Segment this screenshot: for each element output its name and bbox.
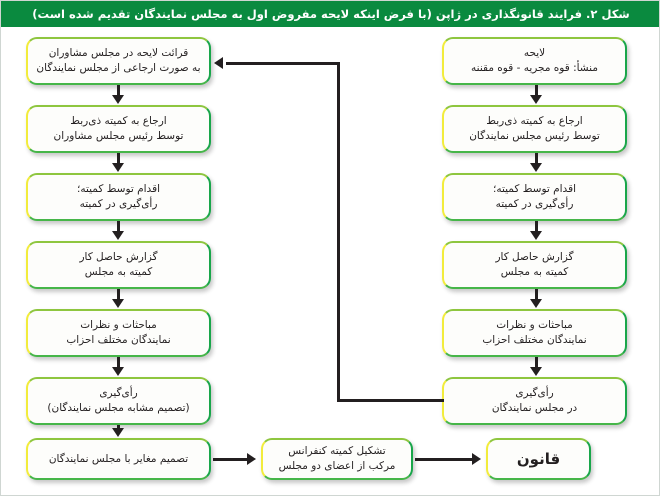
node-right-refer: ارجاع به کمیته ذی‌ربط توسط رئیس مجلس نما… [442, 105, 627, 153]
node-left-committee-line1: اقدام توسط کمیته؛ [76, 183, 161, 195]
arrowhead-left-3 [112, 231, 124, 240]
connector-right-4 [535, 289, 538, 301]
node-left-committee: اقدام توسط کمیته؛ رأی‌گیری در کمیته [26, 173, 211, 221]
node-left-report: گزارش حاصل کار کمیته به مجلس [26, 241, 211, 289]
node-left-vote-line1: رأی‌گیری [99, 387, 138, 399]
node-law: قانون [486, 438, 591, 480]
arrowhead-right-3 [530, 231, 542, 240]
arrowhead-left-4 [112, 299, 124, 308]
arrowhead-bottom-1 [247, 453, 256, 465]
connector-left-3 [117, 221, 120, 233]
node-left-reading: قرائت لایحه در مجلس مشاوران به صورت ارجا… [26, 37, 211, 85]
arrowhead-bottom-2 [472, 453, 481, 465]
node-right-committee-line2: رأی‌گیری در کمیته [495, 198, 574, 210]
node-left-conflict-line1: تصمیم مغایر با مجلس نمایندگان [48, 452, 189, 465]
connector-right-1 [535, 85, 538, 97]
node-right-refer-line1: ارجاع به کمیته ذی‌ربط [486, 115, 583, 127]
node-right-debate: مباحثات و نظرات نمایندگان مختلف احزاب [442, 309, 627, 357]
connector-elbow-vertical [337, 62, 340, 402]
page-title: شکل ۲. فرایند قانونگذاری در ژاپن (با فرض… [32, 7, 630, 21]
connector-left-2 [117, 153, 120, 165]
node-left-report-line2: کمیته به مجلس [84, 266, 153, 278]
node-conference-committee: تشکیل کمیته کنفرانس مرکب از اعضای دو مجل… [261, 438, 413, 480]
node-left-report-line1: گزارش حاصل کار [79, 251, 158, 263]
node-right-vote-line1: رأی‌گیری [515, 387, 554, 399]
connector-right-3 [535, 221, 538, 233]
connector-bottom-1 [213, 458, 249, 461]
node-left-debate: مباحثات و نظرات نمایندگان مختلف احزاب [26, 309, 211, 357]
arrowhead-left-1 [112, 95, 124, 104]
arrowhead-left-5 [112, 367, 124, 376]
connector-elbow-bottom [337, 399, 444, 402]
node-right-debate-line1: مباحثات و نظرات [496, 319, 573, 331]
node-right-debate-line2: نمایندگان مختلف احزاب [482, 334, 587, 346]
connector-right-2 [535, 153, 538, 165]
arrowhead-right-5 [530, 367, 542, 376]
node-law-label: قانون [516, 450, 561, 468]
connector-left-1 [117, 85, 120, 97]
node-right-committee-line1: اقدام توسط کمیته؛ [492, 183, 577, 195]
node-conference-line2: مرکب از اعضای دو مجلس [278, 460, 396, 472]
arrowhead-right-1 [530, 95, 542, 104]
node-left-reading-line2: به صورت ارجاعی از مجلس نمایندگان [36, 62, 201, 74]
node-left-debate-line1: مباحثات و نظرات [80, 319, 157, 331]
arrowhead-left-6 [112, 428, 124, 437]
connector-bottom-2 [415, 458, 473, 461]
arrowhead-elbow-left [214, 57, 223, 69]
node-left-refer-line2: توسط رئیس مجلس مشاوران [53, 130, 184, 142]
arrowhead-left-2 [112, 163, 124, 172]
node-right-bill: لایحه منشأ: قوه مجریه - قوه مقننه [442, 37, 627, 85]
node-left-conflict: تصمیم مغایر با مجلس نمایندگان [26, 438, 211, 480]
node-right-vote-line2: در مجلس نمایندگان [491, 402, 578, 414]
connector-elbow-top [226, 62, 339, 65]
connector-left-6 [117, 425, 120, 430]
node-left-vote: رأی‌گیری (تصمیم مشابه مجلس نمایندگان) [26, 377, 211, 425]
arrowhead-right-2 [530, 163, 542, 172]
node-right-vote: رأی‌گیری در مجلس نمایندگان [442, 377, 627, 425]
node-right-committee: اقدام توسط کمیته؛ رأی‌گیری در کمیته [442, 173, 627, 221]
node-right-report: گزارش حاصل کار کمیته به مجلس [442, 241, 627, 289]
arrowhead-right-4 [530, 299, 542, 308]
node-left-debate-line2: نمایندگان مختلف احزاب [66, 334, 171, 346]
node-left-vote-line2: (تصمیم مشابه مجلس نمایندگان) [47, 402, 190, 414]
node-right-report-line2: کمیته به مجلس [500, 266, 569, 278]
node-left-refer: ارجاع به کمیته ذی‌ربط توسط رئیس مجلس مشا… [26, 105, 211, 153]
node-left-reading-line1: قرائت لایحه در مجلس مشاوران [48, 47, 189, 59]
page-title-bar: شکل ۲. فرایند قانونگذاری در ژاپن (با فرض… [1, 1, 659, 27]
connector-left-5 [117, 357, 120, 369]
node-right-refer-line2: توسط رئیس مجلس نمایندگان [469, 130, 600, 142]
node-conference-line1: تشکیل کمیته کنفرانس [288, 445, 386, 457]
node-right-bill-line2: منشأ: قوه مجریه - قوه مقننه [471, 62, 598, 74]
node-right-report-line1: گزارش حاصل کار [495, 251, 574, 263]
node-right-bill-line1: لایحه [523, 47, 546, 59]
connector-left-4 [117, 289, 120, 301]
connector-right-5 [535, 357, 538, 369]
node-left-committee-line2: رأی‌گیری در کمیته [79, 198, 158, 210]
node-left-refer-line1: ارجاع به کمیته ذی‌ربط [70, 115, 167, 127]
